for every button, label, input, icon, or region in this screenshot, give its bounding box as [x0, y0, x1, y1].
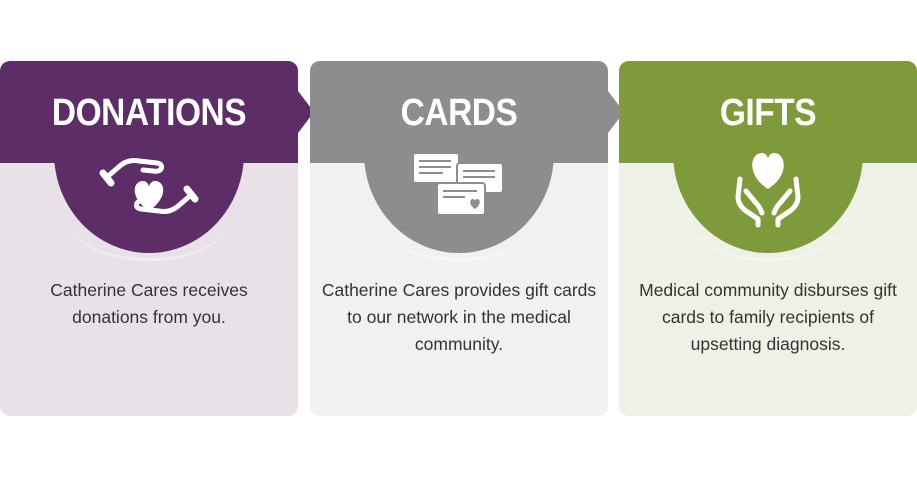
card-description: Medical community disburses gift cards t… [639, 280, 897, 354]
card-title: DONATIONS [51, 92, 247, 134]
card-swoosh [689, 221, 847, 261]
arrow-right-icon [608, 91, 624, 133]
card-swoosh [70, 221, 228, 261]
step-card-gifts: GIFTS Medical community disburses gift c… [619, 61, 917, 416]
card-title: GIFTS [719, 92, 817, 134]
card-swoosh [380, 221, 538, 261]
gift-cards-icon [409, 139, 509, 229]
card-description: Catherine Cares provides gift cards to o… [321, 280, 597, 354]
card-description: Catherine Cares receives donations from … [50, 280, 248, 327]
arrow-right-icon [298, 91, 314, 133]
step-card-donations: DONATIONS Catherine Cares receives donat… [0, 61, 298, 416]
step-card-cards: CARDS Catherine Cares provides gift card… [310, 61, 608, 416]
hands-giving-heart-icon [99, 139, 199, 229]
hands-holding-heart-icon [718, 139, 818, 229]
card-title: CARDS [400, 92, 518, 134]
